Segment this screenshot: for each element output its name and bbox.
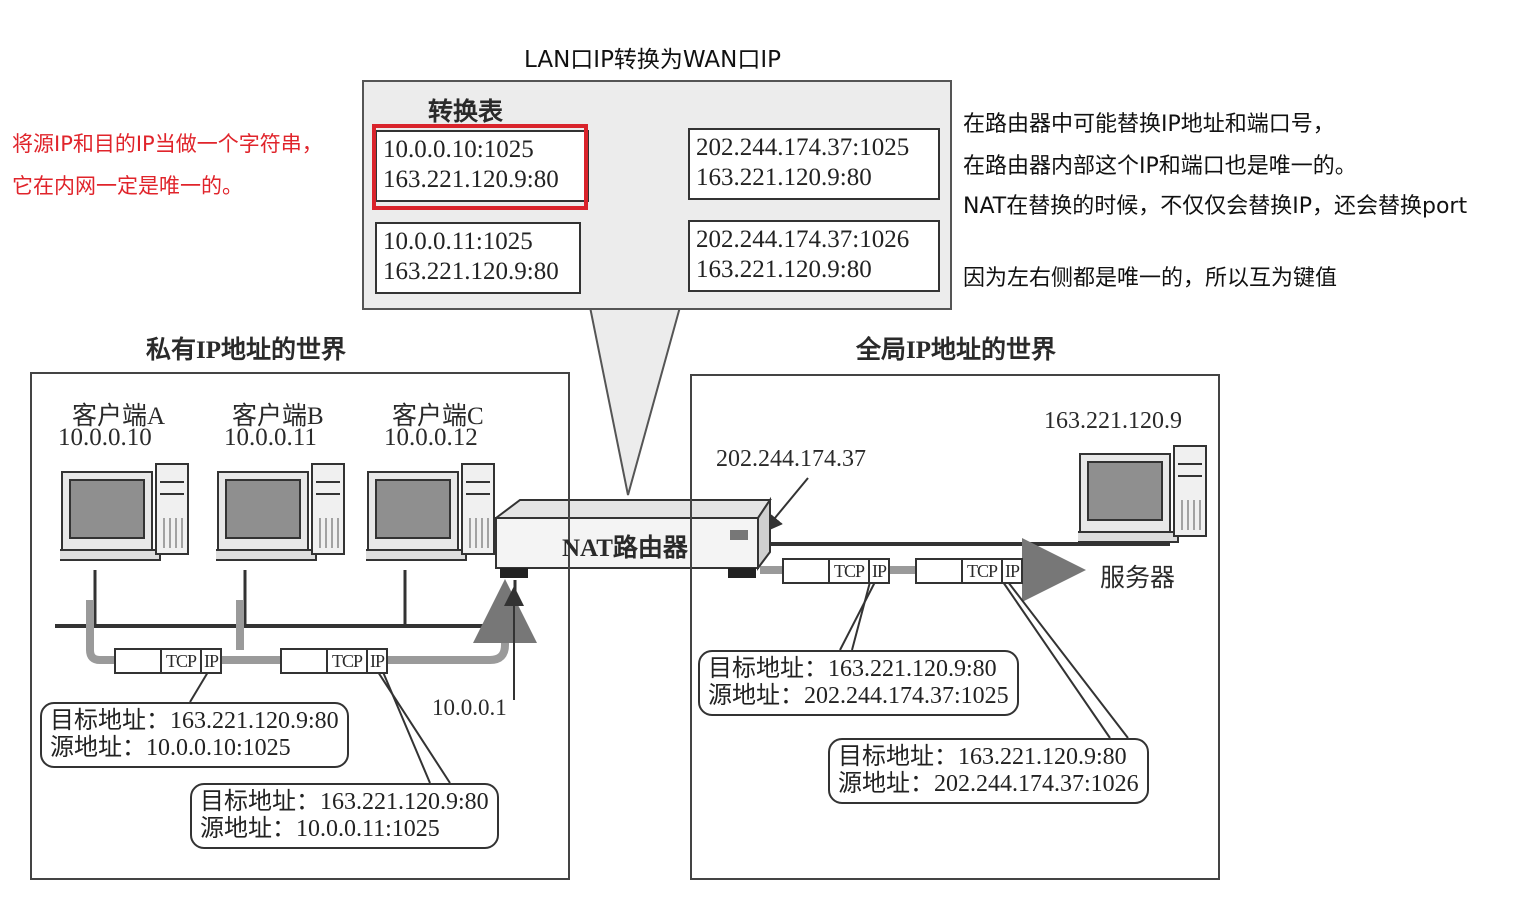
packet-ip-label: IP [369, 651, 385, 671]
wan-packet-a-address: 目标地址：163.221.120.9:80 源地址：202.244.174.37… [698, 650, 1019, 716]
server-computer-icon [1078, 445, 1207, 543]
client-b-ip: 10.0.0.11 [224, 424, 317, 451]
table-row-1-wan: 202.244.174.37:1025 163.221.120.9:80 [688, 128, 940, 200]
lan-packet-b-address: 目标地址：163.221.120.9:80 源地址：10.0.0.11:1025 [190, 783, 499, 849]
wan-packet-a-dst: 目标地址：163.221.120.9:80 [708, 656, 997, 682]
wan-packet-b-dst: 目标地址：163.221.120.9:80 [838, 744, 1127, 770]
gateway-ip: 10.0.0.1 [432, 695, 507, 720]
lan-packet-a-address: 目标地址：163.221.120.9:80 源地址：10.0.0.10:1025 [40, 702, 349, 768]
right-note-line-2: 在路由器内部这个IP和端口也是唯一的。 [963, 154, 1357, 179]
packet-ip-label: IP [203, 651, 219, 671]
packet-ip-label: IP [1004, 561, 1020, 581]
table-row-2-wan-src: 202.244.174.37:1026 [696, 226, 910, 253]
right-note-line-4: 因为左右侧都是唯一的，所以互为键值 [963, 266, 1338, 291]
table-row-2-wan: 202.244.174.37:1026 163.221.120.9:80 [688, 220, 940, 292]
client-a-name: 客户端A [72, 403, 166, 430]
table-row-1-lan-dst: 163.221.120.9:80 [383, 166, 559, 193]
diagram-title: LAN口IP转换为WAN口IP [524, 47, 782, 73]
client-c-name: 客户端C [392, 403, 484, 430]
wan-packet-b: TCP IP [915, 558, 1023, 584]
packet-ip-label: IP [871, 561, 887, 581]
packet-tcp-label: TCP [830, 560, 870, 582]
private-world-panel [30, 372, 570, 880]
client-c-ip: 10.0.0.12 [384, 424, 478, 451]
table-row-2-lan: 10.0.0.11:1025 163.221.120.9:80 [375, 222, 581, 294]
router-label: NAT路由器 [562, 535, 688, 562]
left-note-line-1: 将源IP和目的IP当做一个字符串， [12, 132, 323, 156]
client-c-computer-icon [366, 463, 495, 561]
wan-packet-a: TCP IP [782, 558, 890, 584]
wan-packet-a-src: 源地址：202.244.174.37:1025 [708, 683, 1009, 709]
table-row-1-lan-src: 10.0.0.10:1025 [383, 136, 534, 163]
global-world-panel [690, 374, 1220, 880]
table-row-2-lan-dst: 163.221.120.9:80 [383, 258, 559, 285]
server-label: 服务器 [1100, 565, 1176, 592]
lan-packet-a-dst: 目标地址：163.221.120.9:80 [50, 708, 339, 734]
table-row-1-wan-src: 202.244.174.37:1025 [696, 134, 910, 161]
packet-tcp-label: TCP [963, 560, 1003, 582]
packet-tcp-label: TCP [162, 650, 202, 672]
private-world-title: 私有IP地址的世界 [146, 337, 347, 364]
lan-packet-b-dst: 目标地址：163.221.120.9:80 [200, 789, 489, 815]
left-note-line-2: 它在内网一定是唯一的。 [12, 174, 243, 198]
client-a-computer-icon [60, 463, 189, 561]
right-note-line-3: NAT在替换的时候，不仅仅会替换IP，还会替换port [963, 194, 1468, 219]
lan-packet-a: TCP IP [114, 648, 222, 674]
translation-table-title: 转换表 [428, 99, 504, 126]
table-row-2-lan-src: 10.0.0.11:1025 [383, 228, 533, 255]
client-a-ip: 10.0.0.10 [58, 424, 152, 451]
table-row-1-lan: 10.0.0.10:1025 163.221.120.9:80 [375, 130, 589, 202]
table-row-1-wan-dst: 163.221.120.9:80 [696, 164, 872, 191]
lan-packet-a-src: 源地址：10.0.0.10:1025 [50, 735, 291, 761]
lan-packet-b: TCP IP [280, 648, 388, 674]
nat-router [493, 496, 772, 578]
client-b-name: 客户端B [232, 403, 324, 430]
wan-packet-b-address: 目标地址：163.221.120.9:80 源地址：202.244.174.37… [828, 738, 1149, 804]
right-note-line-1: 在路由器中可能替换IP地址和端口号， [963, 112, 1335, 137]
client-b-computer-icon [216, 463, 345, 561]
server-ip: 163.221.120.9 [1044, 408, 1182, 434]
packet-tcp-label: TCP [328, 650, 368, 672]
lan-packet-b-src: 源地址：10.0.0.11:1025 [200, 816, 440, 842]
router-wan-ip: 202.244.174.37 [716, 446, 866, 472]
wan-packet-b-src: 源地址：202.244.174.37:1026 [838, 771, 1139, 797]
global-world-title: 全局IP地址的世界 [856, 337, 1057, 364]
table-row-2-wan-dst: 163.221.120.9:80 [696, 256, 872, 283]
table-row-1-lan-highlight [372, 124, 588, 210]
